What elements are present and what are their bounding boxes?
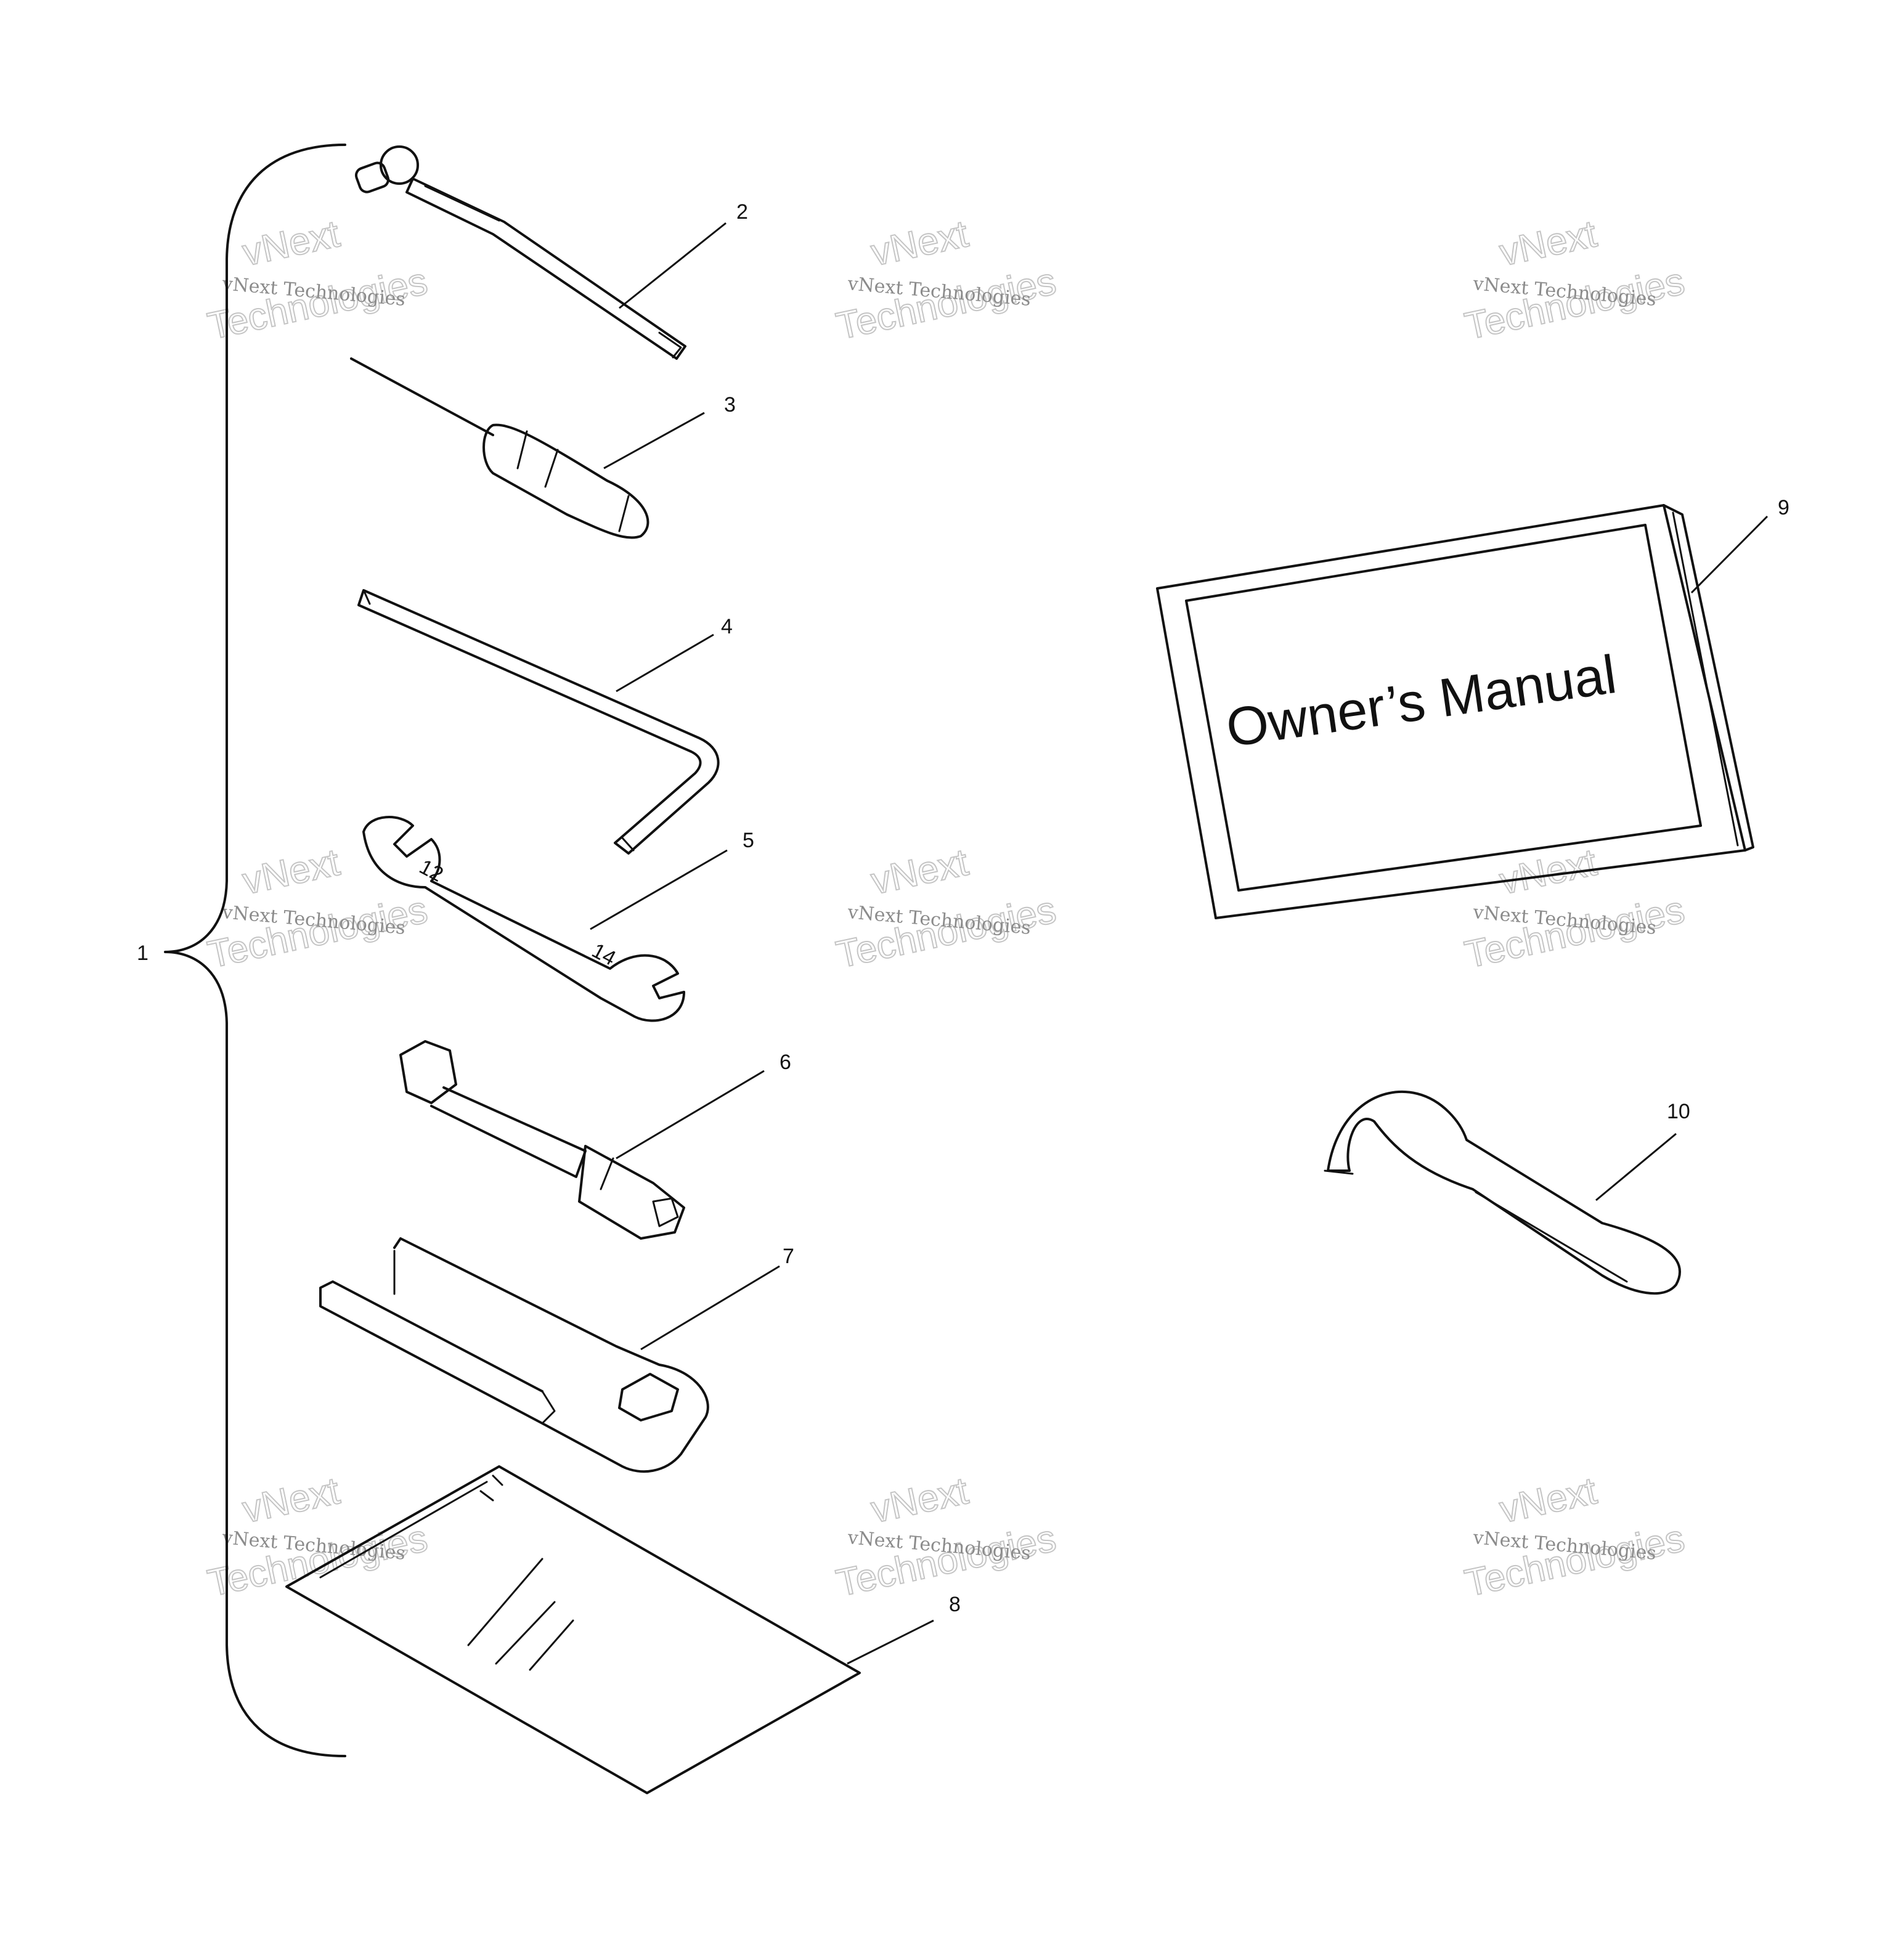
callout-8: 8 xyxy=(949,1593,961,1616)
leader-8 xyxy=(847,1619,934,1665)
callout-9: 9 xyxy=(1778,496,1789,519)
callout-6: 6 xyxy=(780,1051,791,1074)
callout-5: 5 xyxy=(743,829,754,852)
leader-10 xyxy=(1595,1132,1677,1202)
owners-manual: Owner’s Manual xyxy=(1156,504,1754,919)
leader-4 xyxy=(616,633,714,693)
hex-key xyxy=(357,589,720,855)
callout-7: 7 xyxy=(783,1245,794,1268)
plug-gap-tool xyxy=(319,1237,709,1473)
watermark-line1: vNext xyxy=(868,1470,972,1531)
watermark: vNext Technologies xyxy=(832,212,1060,349)
leader-lines xyxy=(590,222,1769,1665)
wrench-size-left: 12 xyxy=(415,855,447,887)
watermark-line1: vNext xyxy=(1496,1470,1600,1531)
screwdriver xyxy=(350,357,649,539)
watermark-line1: vNext xyxy=(239,841,343,903)
leader-7 xyxy=(640,1265,780,1351)
tool-kit-brace xyxy=(164,144,346,1757)
document-pouch xyxy=(285,1465,861,1794)
leader-5 xyxy=(590,849,728,930)
manual-cover-title: Owner’s Manual xyxy=(1223,643,1620,758)
watermark-line1: vNext xyxy=(239,213,343,274)
watermark: vNext Technologies xyxy=(832,840,1060,977)
leader-2 xyxy=(619,222,727,309)
hook-spanner xyxy=(1324,1090,1681,1295)
watermarks: vNext Technologies vNext Technologies vN… xyxy=(203,212,1688,1606)
callout-1: 1 xyxy=(137,941,149,965)
tire-pressure-gauge xyxy=(354,145,686,360)
callout-numbers: 1 2 3 4 5 6 7 8 9 10 xyxy=(137,200,1789,1616)
watermark-line1: vNext xyxy=(1496,213,1600,274)
callout-10: 10 xyxy=(1667,1100,1690,1123)
callout-2: 2 xyxy=(736,200,748,224)
watermark-line1: vNext xyxy=(868,213,972,274)
watermark: vNext Technologies xyxy=(1460,212,1688,349)
callout-3: 3 xyxy=(724,393,736,417)
leader-6 xyxy=(616,1070,765,1160)
spark-plug-socket xyxy=(399,1040,685,1240)
leader-9 xyxy=(1690,515,1769,594)
watermark-line1: vNext xyxy=(239,1470,343,1531)
watermark: vNext Technologies xyxy=(1460,840,1688,977)
watermark-line1: vNext xyxy=(868,841,972,903)
callout-4: 4 xyxy=(721,615,733,638)
leader-3 xyxy=(603,412,705,470)
